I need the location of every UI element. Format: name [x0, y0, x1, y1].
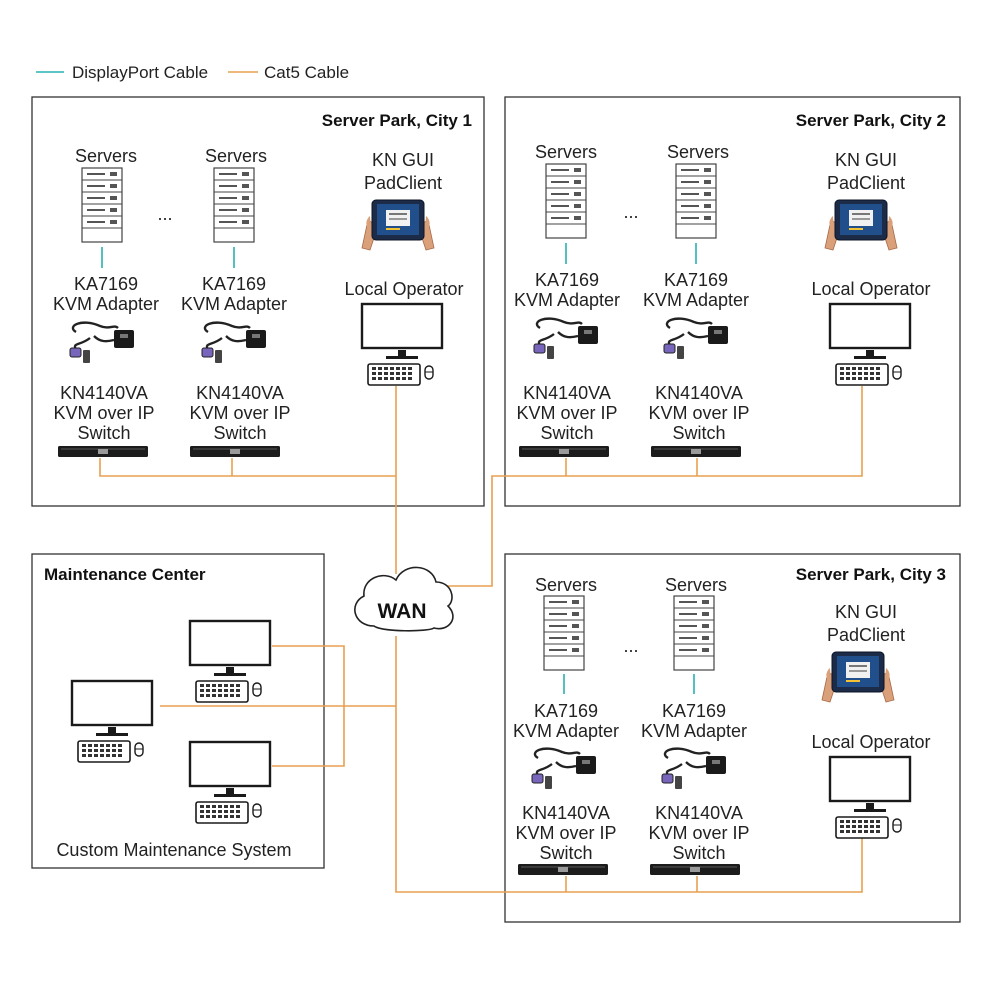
switch-unit-label: Switch: [213, 423, 266, 443]
workstation-icon: [70, 679, 154, 764]
switch-type-label: KVM over IP: [515, 823, 616, 843]
server-park-3-title: Server Park, City 3: [796, 565, 946, 584]
panel-server-park-1: [31, 96, 485, 507]
switch-model-label: KN4140VA: [655, 383, 743, 403]
adapter-type-label: KVM Adapter: [643, 290, 749, 310]
switch-unit-label: Switch: [539, 843, 592, 863]
kvm-switch-icon: [190, 446, 280, 457]
kvm-switch-icon: [518, 864, 608, 875]
pad-client-label: KN GUI: [835, 150, 897, 170]
workstation-icon: [828, 302, 912, 387]
switch-unit-label: Switch: [672, 843, 725, 863]
ellipsis: ...: [157, 204, 172, 224]
maintenance-center-title: Maintenance Center: [44, 565, 206, 584]
servers-label: Servers: [535, 142, 597, 162]
pad-client-label: PadClient: [364, 173, 442, 193]
servers-label: Servers: [535, 575, 597, 595]
server-icon: [675, 163, 717, 239]
pad-client-label: PadClient: [827, 625, 905, 645]
pad-client-label: KN GUI: [372, 150, 434, 170]
switch-model-label: KN4140VA: [523, 383, 611, 403]
adapter-model-label: KA7169: [664, 270, 728, 290]
adapter-model-label: KA7169: [202, 274, 266, 294]
switch-unit-label: Switch: [540, 423, 593, 443]
server-icon: [81, 167, 123, 243]
switch-model-label: KN4140VA: [655, 803, 743, 823]
switch-model-label: KN4140VA: [522, 803, 610, 823]
adapter-model-label: KA7169: [662, 701, 726, 721]
kvm-switch-icon: [650, 864, 740, 875]
local-operator-label: Local Operator: [344, 279, 463, 299]
servers-label: Servers: [205, 146, 267, 166]
pad-client-label: PadClient: [827, 173, 905, 193]
legend: DisplayPort Cable Cat5 Cable: [36, 63, 349, 82]
server-icon: [673, 595, 715, 671]
server-icon: [545, 163, 587, 239]
server-park-3: Server Park, City 3 Servers ... Servers …: [513, 565, 946, 875]
adapter-model-label: KA7169: [534, 701, 598, 721]
legend-displayport-label: DisplayPort Cable: [72, 63, 208, 82]
switch-type-label: KVM over IP: [53, 403, 154, 423]
wan-cloud: WAN: [354, 566, 454, 632]
servers-label: Servers: [75, 146, 137, 166]
ellipsis: ...: [623, 202, 638, 222]
switch-type-label: KVM over IP: [648, 403, 749, 423]
kvm-switch-icon: [651, 446, 741, 457]
workstation-icon: [828, 755, 912, 840]
workstation-icon: [360, 302, 444, 387]
workstation-icon: [188, 740, 272, 825]
kvm-switch-icon: [519, 446, 609, 457]
server-park-2: Server Park, City 2 Servers ... Servers …: [514, 111, 946, 457]
server-park-1-title: Server Park, City 1: [322, 111, 472, 130]
legend-cat5-label: Cat5 Cable: [264, 63, 349, 82]
switch-model-label: KN4140VA: [196, 383, 284, 403]
maintenance-center: Maintenance Center Custom Maintenance Sy…: [44, 565, 292, 860]
switch-model-label: KN4140VA: [60, 383, 148, 403]
pad-client-label: KN GUI: [835, 602, 897, 622]
local-operator-label: Local Operator: [811, 732, 930, 752]
servers-label: Servers: [665, 575, 727, 595]
adapter-type-label: KVM Adapter: [641, 721, 747, 741]
servers-label: Servers: [667, 142, 729, 162]
cat5-wiring: [99, 386, 863, 893]
server-icon: [213, 167, 255, 243]
maintenance-caption: Custom Maintenance System: [56, 840, 291, 860]
adapter-type-label: KVM Adapter: [181, 294, 287, 314]
wan-label: WAN: [378, 600, 427, 623]
ellipsis: ...: [623, 636, 638, 656]
switch-type-label: KVM over IP: [189, 403, 290, 423]
workstation-icon: [188, 619, 272, 704]
switch-unit-label: Switch: [672, 423, 725, 443]
server-park-2-title: Server Park, City 2: [796, 111, 946, 130]
switch-unit-label: Switch: [77, 423, 130, 443]
adapter-model-label: KA7169: [74, 274, 138, 294]
server-icon: [543, 595, 585, 671]
adapter-type-label: KVM Adapter: [514, 290, 620, 310]
switch-type-label: KVM over IP: [516, 403, 617, 423]
switch-type-label: KVM over IP: [648, 823, 749, 843]
adapter-type-label: KVM Adapter: [53, 294, 159, 314]
server-park-1: Server Park, City 1 Servers ... Servers …: [53, 111, 472, 457]
local-operator-label: Local Operator: [811, 279, 930, 299]
adapter-type-label: KVM Adapter: [513, 721, 619, 741]
kvm-switch-icon: [58, 446, 148, 457]
adapter-model-label: KA7169: [535, 270, 599, 290]
